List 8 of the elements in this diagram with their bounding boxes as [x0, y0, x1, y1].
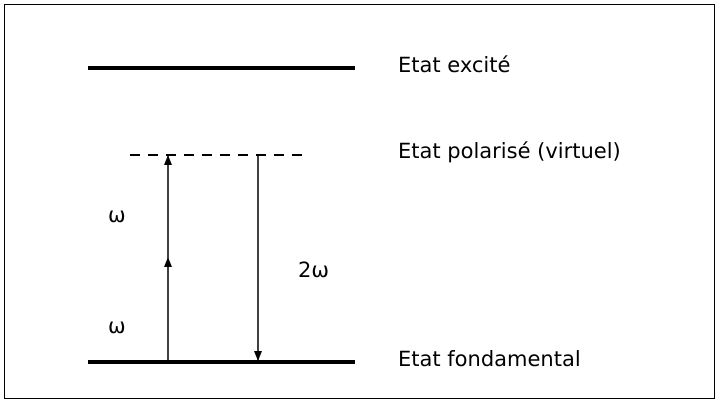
frequency-label: ω — [108, 203, 126, 227]
transition-arrow — [164, 156, 172, 360]
level-label: Etat polarisé (virtuel) — [398, 139, 621, 163]
edge-label: 2ω — [298, 258, 329, 282]
level-label: Etat excité — [398, 52, 510, 78]
level-label: Etat fondamental — [398, 346, 581, 372]
transition-arrow — [254, 156, 262, 361]
frequency-label: ω — [108, 314, 126, 338]
